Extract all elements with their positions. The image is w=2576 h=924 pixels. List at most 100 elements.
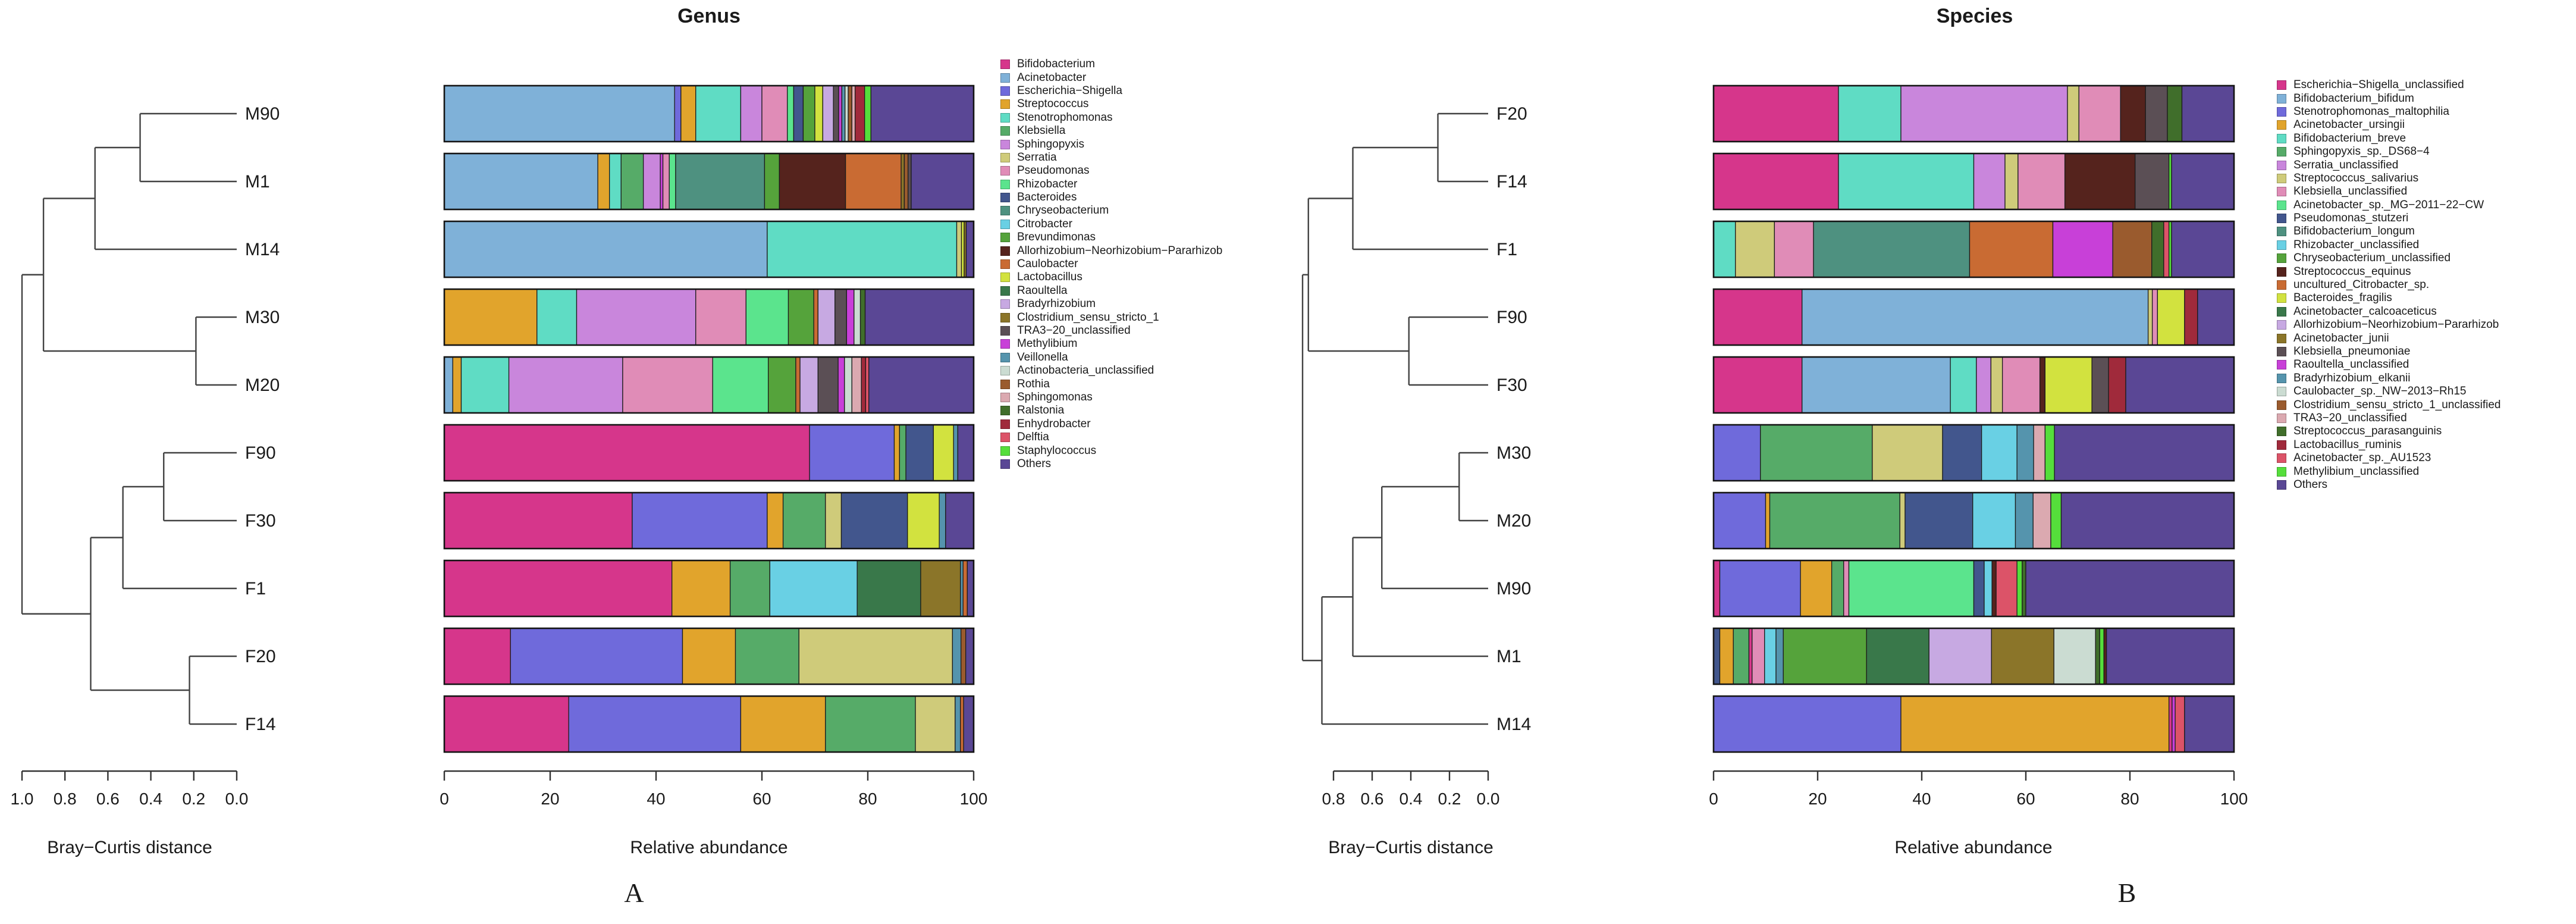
bar-segment [1802,356,1951,414]
legend-item: Enhydrobacter [1000,418,1287,431]
legend-label: Bifidobacterium_longum [2293,225,2415,238]
bar-segment [813,289,818,346]
legend-swatch-icon [2277,173,2286,183]
bar-segment [662,153,670,210]
bar-segment [682,628,736,685]
bar-outline [443,559,975,618]
bar-segment [1752,628,1765,685]
bar-segment [920,560,961,617]
bar-segment [444,289,538,346]
bar-outline [443,424,975,482]
legend-swatch-icon [2277,373,2286,383]
bar-segment [838,85,843,142]
bar-segment [2016,424,2034,481]
panel-a-letter: A [624,878,644,908]
legend-item: Acinetobacter_junii [2277,331,2575,344]
bar-segment [2145,85,2168,142]
bar-segment [825,492,842,549]
bar-segment [2039,356,2046,414]
legend-item: Klebsiella [1000,124,1287,137]
bar-segment [851,356,862,414]
legend-label: TRA3−20_unclassified [1017,324,1131,337]
bar-segment [675,153,765,210]
legend-item: Caulobacter [1000,258,1287,271]
legend-item: Streptococcus [1000,98,1287,111]
bar-segment [2064,153,2136,210]
axis-tick-label: 0 [1709,790,1718,808]
legend-label: Lactobacillus_ruminis [2293,438,2402,451]
legend-label: Stenotrophomonas [1017,111,1113,124]
panel-b-title: Species [1936,5,2013,27]
bar-segment [1713,628,1721,685]
legend-swatch-icon [2277,120,2286,130]
bar-segment [965,628,974,685]
bar-segment [903,153,909,210]
bar-segment [798,628,953,685]
legend-label: Klebsiella_pneumoniae [2293,345,2411,358]
bar-outline [443,356,975,414]
legend-item: Methylibium_unclassified [2277,465,2575,478]
legend-item: Escherichia−Shigella_unclassified [2277,79,2575,92]
bar-segment [814,85,824,142]
legend-label: Sphingomonas [1017,390,1093,403]
legend-label: Methylibium [1017,337,1078,350]
bar-segment [1872,424,1943,481]
bar-segment [900,153,905,210]
bar-segment [841,85,846,142]
legend-item: Ralstonia [1000,404,1287,417]
bar-segment [868,356,974,414]
bar-segment [861,356,867,414]
axis-tick-label: 0 [440,790,449,808]
legend-item: Others [1000,458,1287,471]
bar-segment [825,696,916,753]
bar-segment [782,492,826,549]
bar-outline [1712,491,2235,550]
bar-segment [444,85,675,142]
legend-label: Clostridium_sensu_stricto_1_unclassified [2293,398,2501,411]
legend-item: Rothia [1000,377,1287,390]
legend-swatch-icon [2277,347,2286,356]
bar-segment [2050,492,2062,549]
legend-swatch-icon [1000,166,1010,176]
bar-segment [1783,628,1867,685]
bar-segment [2016,560,2023,617]
bar-segment [2163,221,2170,278]
legend-item: Rhizobacter_unclassified [2277,239,2575,252]
axis-tick-label: 0.0 [1477,790,1500,808]
legend-label: Caulobacter [1017,258,1078,271]
bar-segment [1769,492,1900,549]
bar-segment [740,85,763,142]
legend-swatch-icon [2277,360,2286,370]
bar-segment [799,356,818,414]
bar-outline [1712,559,2235,618]
bar-segment [1848,560,1975,617]
bar-segment [510,628,683,685]
bar-segment [856,560,921,617]
legend-swatch-icon [1000,392,1010,402]
panel-b-dendrogram-axis-label: Bray−Curtis distance [1328,838,1493,857]
bar-segment [2052,221,2113,278]
legend-label: Bacteroides_fragilis [2293,292,2392,305]
legend-label: Caulobacter_sp._NW−2013−Rh15 [2293,385,2467,398]
legend-item: Clostridium_sensu_stricto_1_unclassified [2277,398,2575,411]
leaf-label: F20 [1496,104,1527,124]
bar-segment [2112,221,2153,278]
legend-swatch-icon [1000,126,1010,136]
leaf-label: F14 [245,715,276,734]
leaf-label: M30 [1496,443,1531,463]
legend-swatch-icon [2277,293,2286,303]
leaf-label: F14 [1496,172,1527,192]
bar-segment [845,85,849,142]
bar-segment [2067,85,2079,142]
bar-segment [460,356,510,414]
bar-segment [787,289,814,346]
bar-segment [2095,628,2100,685]
bar-segment [1995,560,2017,617]
bar-segment [1735,221,1775,278]
legend-item: Acinetobacter_sp._MG−2011−22−CW [2277,199,2575,212]
bar-segment [444,221,768,278]
legend-label: Klebsiella [1017,124,1066,137]
